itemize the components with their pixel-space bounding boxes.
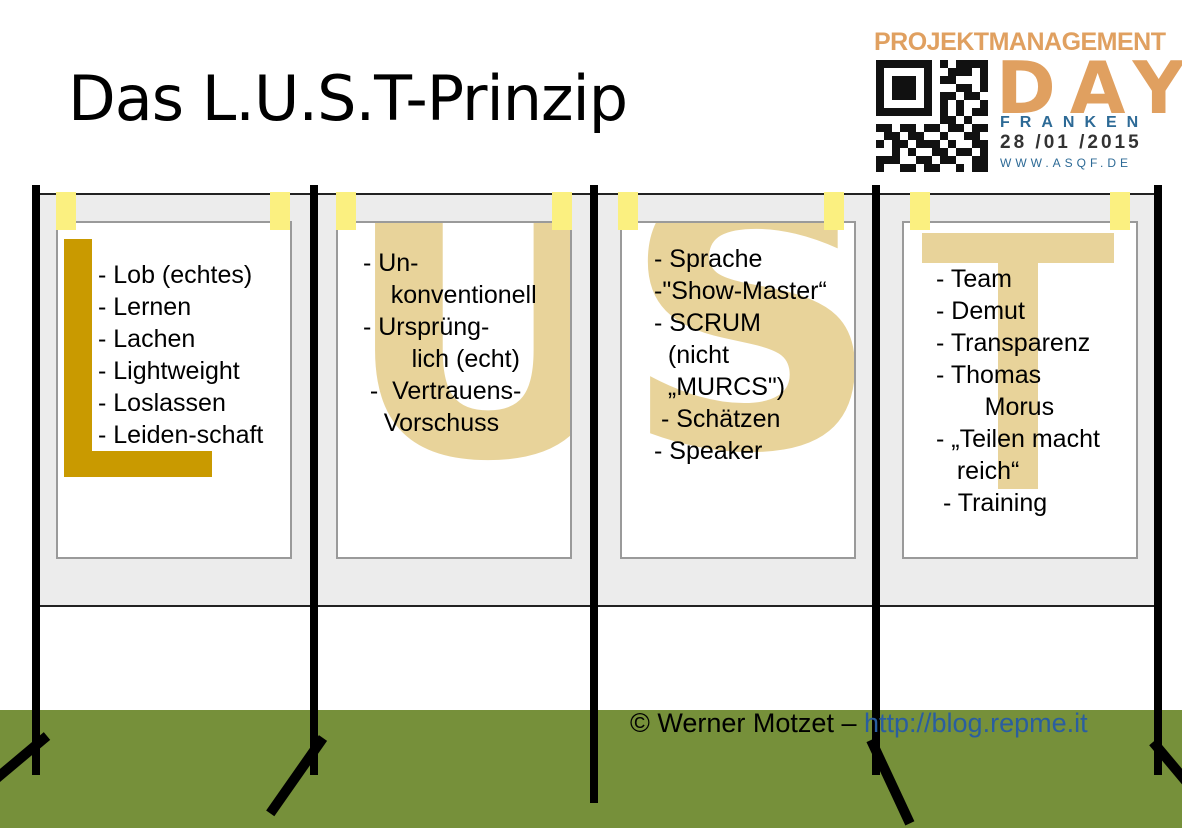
board-item: - Team bbox=[936, 265, 1012, 293]
board-item: reich“ bbox=[936, 457, 1020, 485]
tape bbox=[552, 192, 572, 230]
board-post bbox=[1154, 185, 1162, 775]
board-item: - Thomas bbox=[936, 361, 1042, 389]
blog-link[interactable]: http://blog.repme.it bbox=[863, 708, 1088, 738]
board-item: lich (echt) bbox=[356, 345, 520, 373]
board-post bbox=[310, 185, 318, 775]
letter-l-foot bbox=[64, 451, 212, 477]
paper-u: U - Un- konventionell - Ursprüng- lich (… bbox=[336, 221, 572, 559]
logo-url: WWW.ASQF.DE bbox=[1000, 156, 1132, 170]
board-item: - „Teilen macht bbox=[936, 425, 1100, 453]
paper-t: - Team - Demut - Transparenz - Thomas Morus… bbox=[902, 221, 1138, 559]
tape bbox=[618, 192, 638, 230]
board-item: - Sprache bbox=[654, 245, 763, 273]
board-t: - Team - Demut - Transparenz - Thomas Morus… bbox=[878, 193, 1158, 607]
board-item: (nicht bbox=[654, 341, 730, 369]
board-item: - Leiden-schaft bbox=[98, 421, 264, 449]
board-post bbox=[590, 185, 598, 803]
board-item: - Lernen bbox=[98, 293, 192, 321]
list-u: - Un- konventionell - Ursprüng- lich (ec… bbox=[356, 247, 537, 439]
board-post bbox=[32, 185, 40, 775]
letter-l-stem bbox=[64, 239, 92, 475]
board-post bbox=[872, 185, 880, 775]
paper-l: - Lob (echtes) - Lernen - Lachen - Lightwei… bbox=[56, 221, 292, 559]
board-item: - Ursprüng- bbox=[356, 313, 490, 341]
letter-t-stem bbox=[998, 233, 1038, 489]
board-item: - Lightweight bbox=[98, 357, 240, 385]
page-title: Das L.U.S.T-Prinzip bbox=[68, 62, 628, 135]
letter-s: S bbox=[622, 221, 856, 532]
copyright-text: © Werner Motzet – bbox=[630, 708, 864, 738]
paper-s: S - Sprache -"Show-Master“ - SCRUM (nicht … bbox=[620, 221, 856, 559]
tape bbox=[910, 192, 930, 230]
board-item: Morus bbox=[936, 393, 1055, 421]
board-item: - Transparenz bbox=[936, 329, 1091, 357]
board-item: - Lob (echtes) bbox=[98, 261, 253, 289]
tape bbox=[336, 192, 356, 230]
tape bbox=[1110, 192, 1130, 230]
logo-day-text: DAY bbox=[996, 46, 1182, 130]
board-s: S - Sprache -"Show-Master“ - SCRUM (nicht … bbox=[596, 193, 876, 607]
logo-date: 28 /01 /2015 bbox=[1000, 132, 1142, 153]
tape bbox=[824, 192, 844, 230]
board-item: - Training bbox=[936, 489, 1048, 517]
board-item: - Demut bbox=[936, 297, 1025, 325]
board-item: - Speaker bbox=[654, 437, 763, 465]
board-item: - Lachen bbox=[98, 325, 196, 353]
board-l: - Lob (echtes) - Lernen - Lachen - Lightwei… bbox=[36, 193, 316, 607]
board-item: - Un- bbox=[356, 249, 419, 277]
board-item: konventionell bbox=[356, 281, 537, 309]
board-item: - Vertrauens- bbox=[356, 377, 522, 405]
board-item: Vorschuss bbox=[356, 409, 500, 437]
pm-day-logo: PROJEKTMANAGEMENT DAY FRANKEN 28 /01 /20… bbox=[872, 28, 1182, 174]
logo-top-text: PROJEKTMANAGEMENT bbox=[874, 28, 1166, 56]
qr-code-icon bbox=[876, 60, 988, 172]
letter-u: U bbox=[342, 223, 570, 511]
board-item: „MURCS") bbox=[654, 373, 786, 401]
tape bbox=[270, 192, 290, 230]
logo-region: FRANKEN bbox=[1000, 114, 1149, 131]
list-s: - Sprache -"Show-Master“ - SCRUM (nicht „M… bbox=[654, 243, 827, 467]
tape bbox=[56, 192, 76, 230]
board-item: - Loslassen bbox=[98, 389, 226, 417]
board-item: - SCRUM bbox=[654, 309, 761, 337]
list-t: - Team - Demut - Transparenz - Thomas Morus… bbox=[936, 263, 1100, 519]
board-u: U - Un- konventionell - Ursprüng- lich (… bbox=[316, 193, 596, 607]
board-item: - Schätzen bbox=[654, 405, 781, 433]
copyright-line: © Werner Motzet – http://blog.repme.it bbox=[630, 708, 1088, 739]
board-item: -"Show-Master“ bbox=[654, 277, 827, 305]
list-l: - Lob (echtes) - Lernen - Lachen - Lightwei… bbox=[98, 259, 263, 451]
